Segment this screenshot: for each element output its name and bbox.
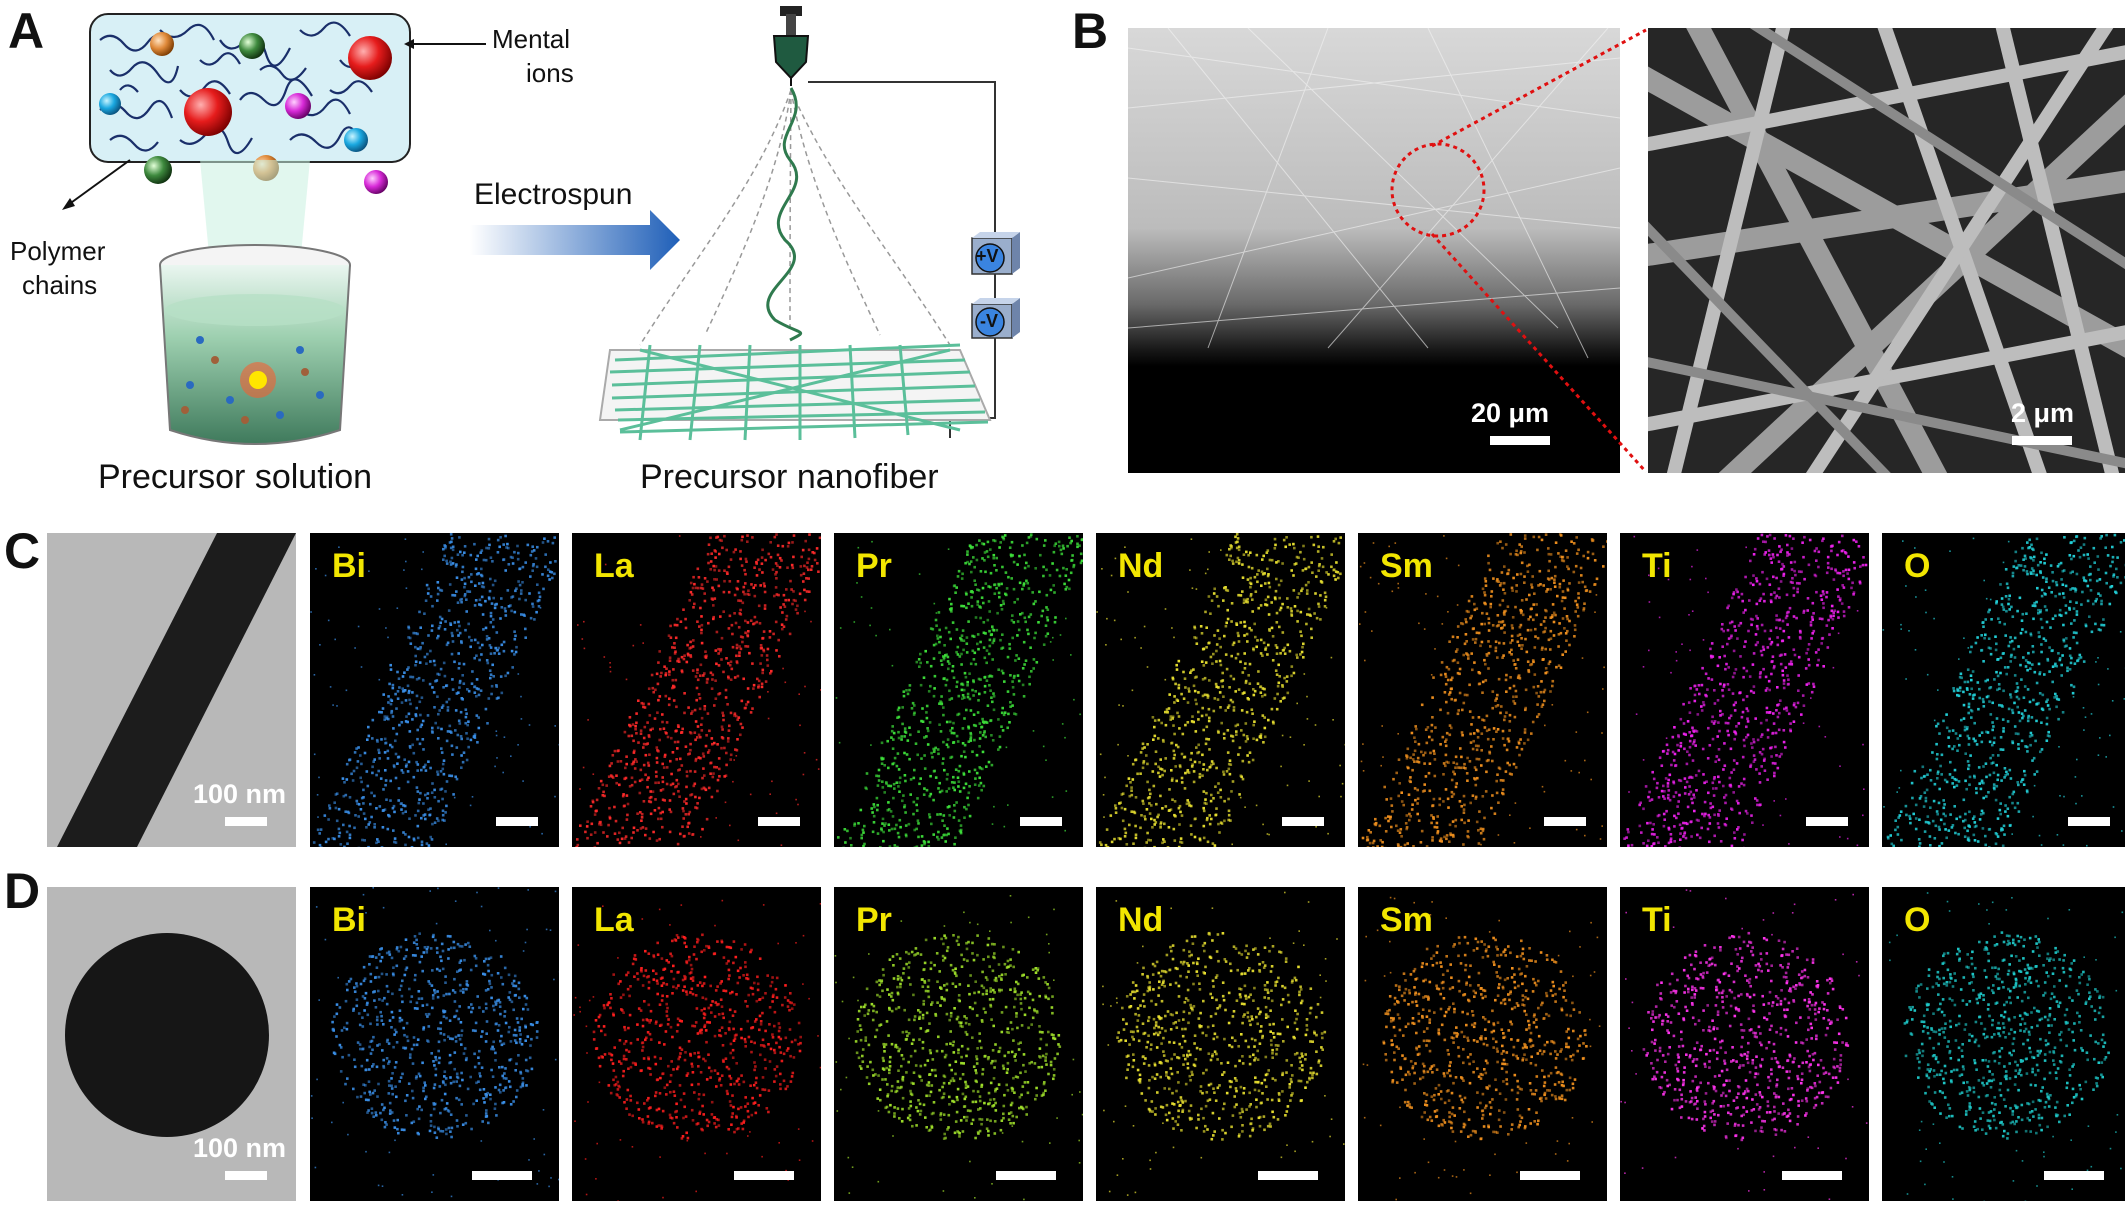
sem-low-mag-scale-bar [1490, 436, 1550, 445]
element-signal-dots [1882, 533, 2125, 847]
element-symbol: Pr [856, 901, 892, 939]
element-signal-dots [1362, 896, 1601, 1201]
metal-ions-label-line2: ions [526, 58, 574, 88]
tem-scale-bar [225, 1171, 267, 1180]
element-symbol: Ti [1642, 901, 1672, 939]
tem-fiber-image: 100 nm [47, 533, 296, 847]
element-signal-dots [310, 887, 559, 1198]
element-symbol: Bi [332, 547, 366, 585]
sem-high-magnification: 2 μm [1648, 28, 2125, 473]
element-signal-dots [1623, 533, 1868, 847]
scale-bar [996, 1171, 1056, 1180]
panel-d-letter: D [4, 863, 41, 919]
scale-bar [1544, 817, 1586, 826]
fiber-map-bi: Bi [310, 533, 559, 847]
fiber-map-la: La [572, 533, 821, 847]
fiber-map-nd: Nd [1096, 533, 1345, 847]
positive-voltage-label: +V [976, 246, 999, 266]
fiber-map-ti: Ti [1620, 533, 1869, 847]
zoom-connector-lines [1430, 28, 1648, 474]
sem-high-mag-scale-bar [2012, 436, 2072, 445]
element-signal-dots [573, 899, 821, 1201]
sem-low-magnification: 20 μm [1128, 28, 1620, 473]
element-signal-dots [1888, 892, 2124, 1201]
schematic-drawing [62, 6, 1020, 445]
element-signal-dots [575, 533, 821, 847]
sphere-map-ti: Ti [1620, 887, 1869, 1201]
sphere-map-pr: Pr [834, 887, 1083, 1201]
tem-particle [57, 533, 296, 847]
element-signal-dots [1359, 533, 1607, 847]
scale-bar [1258, 1171, 1318, 1180]
scale-bar [1806, 817, 1848, 826]
element-symbol: O [1904, 901, 1931, 939]
element-symbol: La [594, 547, 634, 585]
scale-bar [2068, 817, 2110, 826]
element-signal-dots [834, 895, 1083, 1201]
scale-bar [1282, 817, 1324, 826]
sem-low-mag-scale-label: 20 μm [1471, 398, 1550, 428]
tem-scale-label: 100 nm [193, 779, 287, 809]
panel-c-letter: C [4, 523, 41, 579]
scale-bar [472, 1171, 532, 1180]
precursor-schematic [0, 0, 1020, 500]
precursor-nanofiber-caption: Precursor nanofiber [640, 458, 939, 496]
element-symbol: La [594, 901, 634, 939]
tem-scale-bar [225, 817, 267, 826]
sphere-map-bi: Bi [310, 887, 559, 1201]
tem-particle [65, 933, 269, 1137]
polymer-chains-label-line2: chains [22, 270, 98, 300]
negative-voltage-label: -V [980, 311, 998, 331]
scale-bar [1020, 817, 1062, 826]
fiber-map-sm: Sm [1358, 533, 1607, 847]
element-symbol: Ti [1642, 547, 1672, 585]
sem-high-mag-image [1648, 28, 2125, 473]
sphere-map-nd: Nd [1096, 887, 1345, 1201]
sphere-map-la: La [572, 887, 821, 1201]
panel-b-letter: B [1072, 3, 1109, 59]
scale-bar [1520, 1171, 1580, 1180]
element-symbol: O [1904, 547, 1931, 585]
precursor-solution-caption: Precursor solution [98, 458, 373, 496]
tem-sphere-image: 100 nm [47, 887, 296, 1201]
scale-bar [1782, 1171, 1842, 1180]
element-symbol: Sm [1380, 547, 1433, 585]
element-signal-dots [1096, 533, 1345, 847]
sem-high-mag-scale-label: 2 μm [2011, 398, 2075, 428]
fiber-map-o: O [1882, 533, 2125, 847]
sphere-map-sm: Sm [1358, 887, 1607, 1201]
scale-bar [758, 817, 800, 826]
electrospun-label: Electrospun [474, 178, 633, 211]
element-signal-dots [310, 533, 559, 847]
element-symbol: Sm [1380, 901, 1433, 939]
metal-ions-label-line1: Mental [492, 24, 571, 54]
scale-bar [2044, 1171, 2104, 1180]
element-signal-dots [1620, 889, 1868, 1200]
element-signal-dots [1102, 891, 1345, 1196]
element-signal-dots [835, 533, 1083, 847]
panel-a-letter: A [8, 3, 45, 59]
scale-bar [496, 817, 538, 826]
polymer-chains-label-line1: Polymer [10, 236, 106, 266]
fiber-map-pr: Pr [834, 533, 1083, 847]
element-symbol: Bi [332, 901, 366, 939]
element-symbol: Pr [856, 547, 892, 585]
element-symbol: Nd [1118, 547, 1164, 585]
sphere-map-o: O [1882, 887, 2125, 1201]
tem-scale-label: 100 nm [193, 1133, 287, 1163]
element-symbol: Nd [1118, 901, 1164, 939]
sem-low-mag-image [1128, 28, 1620, 473]
scale-bar [734, 1171, 794, 1180]
